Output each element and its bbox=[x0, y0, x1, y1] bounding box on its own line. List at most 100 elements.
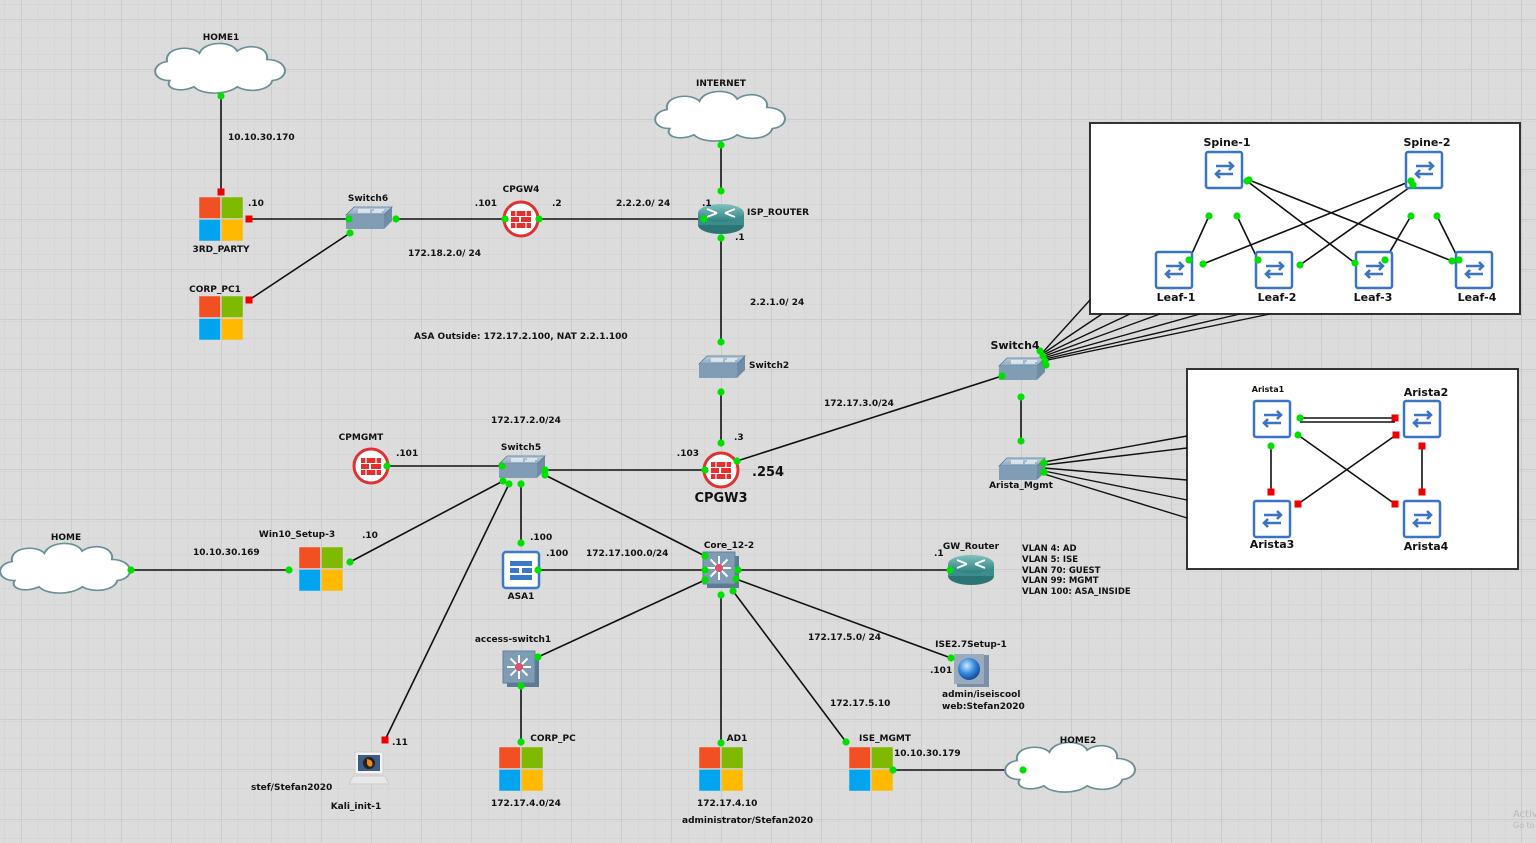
port-up-indicator bbox=[541, 471, 549, 479]
link-spine1-leaf2[interactable] bbox=[1236, 215, 1259, 261]
port-up-indicator bbox=[217, 92, 225, 100]
node-ise[interactable] bbox=[954, 654, 989, 687]
link-core-access_switch1[interactable] bbox=[537, 579, 706, 658]
port-up-indicator bbox=[498, 462, 506, 470]
link-switch5-kali[interactable] bbox=[384, 483, 510, 741]
node-arista3[interactable] bbox=[1252, 499, 1292, 539]
node-switch2[interactable] bbox=[698, 355, 746, 378]
node-switch4[interactable] bbox=[998, 357, 1046, 380]
node-home[interactable] bbox=[0, 542, 131, 594]
link-arista2-arista3[interactable] bbox=[1297, 434, 1397, 505]
arista-mgmt-link[interactable] bbox=[1043, 435, 1188, 463]
arista-mgmt-link[interactable] bbox=[1043, 470, 1188, 501]
switch4-uplink[interactable] bbox=[1042, 313, 1271, 362]
windows-icon bbox=[699, 747, 743, 791]
link-spine1-leaf3[interactable] bbox=[1246, 180, 1356, 264]
node-cpgw4[interactable] bbox=[502, 200, 540, 238]
node-corp_pc1[interactable] bbox=[199, 296, 243, 340]
node-leaf1[interactable] bbox=[1154, 250, 1194, 290]
annotation-vlan-100: VLAN 100: ASA_INSIDE bbox=[1022, 587, 1131, 597]
node-gw_router[interactable] bbox=[948, 555, 994, 585]
port-up-indicator bbox=[1294, 431, 1302, 439]
annotation-net-172-17-3: 172.17.3.0/24 bbox=[824, 399, 894, 409]
cloud-icon bbox=[0, 542, 131, 594]
node-switch5[interactable] bbox=[498, 455, 546, 478]
switch4-uplink[interactable] bbox=[1042, 299, 1091, 353]
node-arista_mgmt[interactable] bbox=[998, 457, 1046, 480]
switch4-uplink[interactable] bbox=[1042, 313, 1131, 356]
link-core-ise_mgmt[interactable] bbox=[732, 590, 847, 743]
switch-icon bbox=[998, 457, 1046, 480]
annotation-ip-win10: .10 bbox=[362, 531, 378, 541]
port-up-indicator bbox=[998, 372, 1006, 380]
node-home1[interactable] bbox=[154, 42, 286, 94]
node-ise_mgmt[interactable] bbox=[849, 747, 893, 791]
node-home2[interactable] bbox=[1004, 741, 1136, 793]
node-cpgw3[interactable] bbox=[702, 451, 740, 489]
node-ad1[interactable] bbox=[699, 747, 743, 791]
node-asa1[interactable] bbox=[501, 550, 541, 590]
link-spine2-leaf2[interactable] bbox=[1299, 184, 1414, 266]
port-down-indicator bbox=[1391, 500, 1399, 508]
node-leaf4[interactable] bbox=[1454, 250, 1494, 290]
port-up-indicator bbox=[734, 566, 742, 574]
port-up-indicator bbox=[889, 766, 897, 774]
switch4-uplink[interactable] bbox=[1042, 313, 1103, 355]
node-isp_router[interactable] bbox=[698, 204, 744, 234]
node-access_switch1[interactable] bbox=[502, 650, 539, 687]
port-up-indicator bbox=[701, 566, 709, 574]
link-spine1-leaf4[interactable] bbox=[1248, 179, 1453, 262]
node-internet[interactable] bbox=[654, 90, 786, 142]
link-spine2-leaf1[interactable] bbox=[1202, 180, 1412, 265]
arista-mgmt-link[interactable] bbox=[1043, 473, 1188, 519]
annotation-ip-asa1-right: .100 bbox=[546, 549, 568, 559]
port-up-indicator bbox=[1351, 259, 1359, 267]
switch4-uplink[interactable] bbox=[1042, 313, 1201, 359]
node-kali[interactable] bbox=[348, 751, 390, 785]
annotation-kali-cred: stef/Stefan2020 bbox=[251, 783, 332, 793]
node-arista2[interactable] bbox=[1402, 399, 1442, 439]
port-up-indicator bbox=[947, 654, 955, 662]
node-leaf2[interactable] bbox=[1254, 250, 1294, 290]
port-up-indicator bbox=[541, 466, 549, 474]
node-arista1[interactable] bbox=[1252, 399, 1292, 439]
node-spine2[interactable] bbox=[1404, 150, 1444, 190]
arista-mgmt-link[interactable] bbox=[1043, 447, 1188, 466]
node-arista4[interactable] bbox=[1402, 499, 1442, 539]
port-up-indicator bbox=[717, 439, 725, 447]
link-arista1-arista2[interactable] bbox=[1300, 417, 1395, 423]
link-corp_pc1-switch6[interactable] bbox=[248, 232, 351, 301]
port-down-indicator bbox=[1418, 488, 1426, 496]
windows-icon bbox=[199, 197, 243, 241]
port-down-indicator bbox=[381, 736, 389, 744]
windows-icon bbox=[299, 547, 343, 591]
annotation-net-172-17-4: 172.17.4.0/24 bbox=[491, 799, 561, 809]
node-third_party[interactable] bbox=[199, 197, 243, 241]
port-up-indicator bbox=[1019, 766, 1027, 774]
node-cpmgmt[interactable] bbox=[352, 447, 390, 485]
annotation-ad1-cred: administrator/Stefan2020 bbox=[682, 816, 813, 826]
switch4-uplink[interactable] bbox=[1042, 313, 1241, 361]
node-label-arista_mgmt: Arista_Mgmt bbox=[989, 481, 1053, 491]
port-up-indicator bbox=[1267, 442, 1275, 450]
annotation-ip-asa1-up: .100 bbox=[530, 533, 552, 543]
link-switch5-core[interactable] bbox=[544, 474, 706, 557]
port-down-indicator bbox=[1267, 488, 1275, 496]
switch4-uplink[interactable] bbox=[1042, 313, 1161, 358]
link-cpgw3-switch4[interactable] bbox=[736, 375, 1003, 462]
node-spine1[interactable] bbox=[1204, 150, 1244, 190]
router-icon bbox=[948, 555, 994, 585]
port-up-indicator bbox=[534, 566, 542, 574]
port-down-indicator bbox=[1391, 414, 1399, 422]
node-corp_pc[interactable] bbox=[499, 747, 543, 791]
link-core-ise[interactable] bbox=[735, 578, 952, 659]
port-up-indicator bbox=[1040, 468, 1048, 476]
arista-mgmt-link[interactable] bbox=[1043, 467, 1188, 481]
annotation-ip-gw: .1 bbox=[934, 549, 944, 559]
port-up-indicator bbox=[1185, 256, 1193, 264]
node-switch6[interactable] bbox=[345, 206, 393, 229]
link-win10-switch5[interactable] bbox=[349, 480, 504, 563]
node-win10[interactable] bbox=[299, 547, 343, 591]
arista-group-box[interactable] bbox=[1186, 368, 1519, 570]
